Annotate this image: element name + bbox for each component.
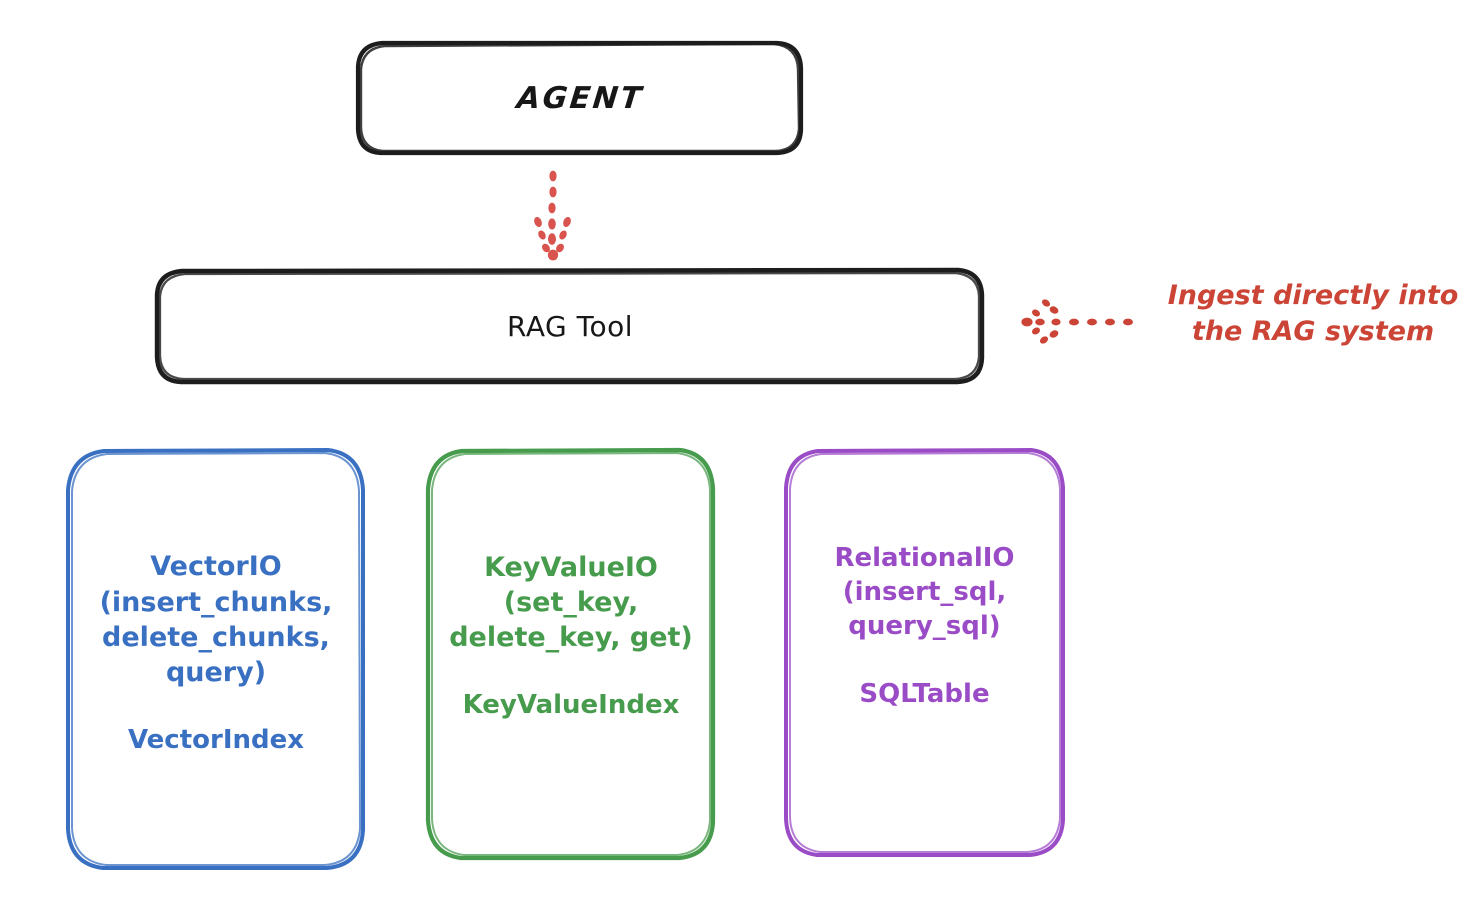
node-agent[interactable]: AGENT — [358, 42, 802, 154]
node-vector-io[interactable]: VectorIO (insert_chunks, delete_chunks, … — [68, 450, 364, 869]
vector-io-box-outline — [66, 448, 365, 870]
rag-tool-label: RAG Tool — [507, 310, 633, 343]
key-value-io-title: KeyValueIO (set_key, delete_key, get) — [449, 551, 693, 654]
relational-io-title: RelationalIO (insert_sql, query_sql) — [834, 543, 1015, 641]
rag-tool-box-outline — [154, 267, 985, 385]
node-rag-tool[interactable]: RAG Tool — [157, 270, 983, 383]
vector-io-title: VectorIO (insert_chunks, delete_chunks, … — [99, 551, 333, 688]
key-value-io-box-outline — [425, 447, 716, 861]
key-value-io-index: KeyValueIndex — [462, 690, 680, 721]
ingest-annotation-text: Ingest directly into the RAG system — [1167, 280, 1459, 347]
node-key-value-io[interactable]: KeyValueIO (set_key, delete_key, get) Ke… — [428, 450, 714, 859]
agent-label: AGENT — [514, 80, 646, 116]
relational-io-index: SQLTable — [859, 678, 990, 709]
agent-box-outline — [355, 40, 804, 156]
relational-io-box-outline — [784, 448, 1065, 857]
node-relational-io[interactable]: RelationalIO (insert_sql, query_sql) SQL… — [786, 450, 1063, 856]
vector-io-index: VectorIndex — [127, 724, 305, 755]
ingest-arrow-connector — [1021, 299, 1133, 344]
agent-to-rag-connector — [534, 170, 571, 261]
